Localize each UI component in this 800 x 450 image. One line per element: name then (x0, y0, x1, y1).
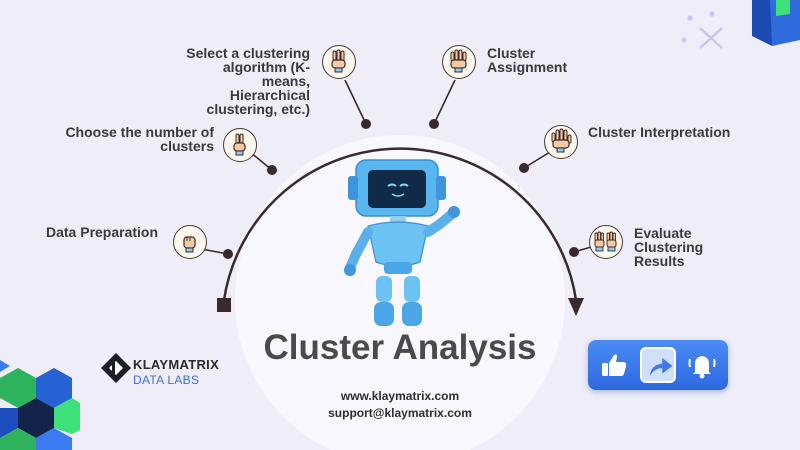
corner-cubes-top-right (752, 0, 800, 46)
step-label-choose-number: Choose the number of clusters (65, 124, 214, 154)
center-glow (235, 135, 565, 450)
arc-node-2 (267, 165, 277, 175)
step-label-cluster-assignment: Cluster Assignment (487, 45, 568, 75)
arc-start-square (217, 298, 231, 312)
sparkle-decoration (681, 11, 723, 49)
brand-name: KLAYMATRIX (133, 357, 220, 372)
step-label-cluster-interpretation: Cluster Interpretation (588, 124, 731, 140)
like-icon[interactable] (596, 347, 632, 383)
raised-fist-hand-icon (173, 225, 207, 259)
five-fingers-hand-icon (544, 125, 578, 159)
arc-node-1 (223, 249, 233, 259)
website-link[interactable]: www.klaymatrix.com (340, 389, 460, 403)
share-icon[interactable] (640, 347, 676, 383)
process-arc (222, 147, 578, 301)
three-fingers-hand-icon (322, 45, 356, 79)
arc-node-4 (429, 119, 439, 129)
four-fingers-hand-icon (442, 45, 476, 79)
brand-subtitle: DATA LABS (133, 373, 200, 387)
step-label-data-preparation: Data Preparation (46, 224, 159, 240)
klaymatrix-logo-mark (101, 353, 131, 383)
arc-node-5 (519, 163, 529, 173)
social-action-bar (588, 340, 728, 390)
step-label-select-algorithm: Select a clustering algorithm (K- means,… (186, 45, 310, 117)
two-hands-icon (589, 225, 623, 259)
bell-icon[interactable] (684, 347, 720, 383)
corner-hexagons-bottom-left (0, 360, 80, 450)
arc-node-3 (361, 119, 371, 129)
robot-illustration (344, 159, 460, 326)
two-fingers-hand-icon (223, 128, 257, 162)
support-email-link[interactable]: support@klaymatrix.com (328, 406, 472, 420)
step-label-evaluate-results: Evaluate Clustering Results (634, 225, 704, 269)
arc-end-arrow (568, 298, 584, 316)
arc-node-6 (569, 247, 579, 257)
diagram-title: Cluster Analysis (263, 328, 537, 367)
